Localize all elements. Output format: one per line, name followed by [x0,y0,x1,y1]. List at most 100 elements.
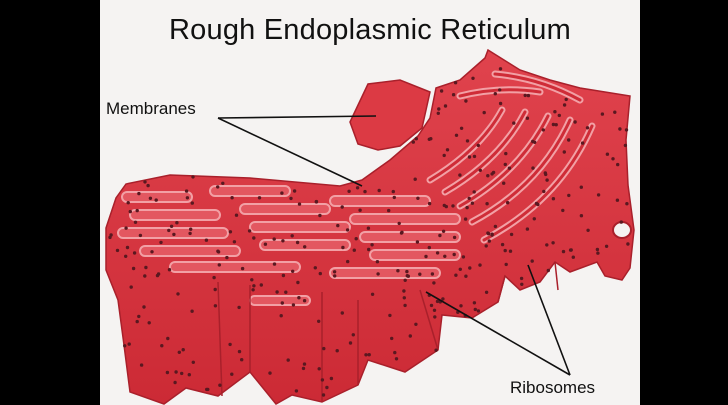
ribosome-dot [280,314,283,317]
ribosome-dot [185,189,188,192]
ribosome-dot [483,111,486,114]
ribosome-dot [616,163,619,166]
ribosome-dot [289,197,292,200]
ribosome-dot [580,214,583,217]
ribosome-dot [624,144,627,147]
ribosome-dot [173,381,176,384]
ribosome-dot [124,255,127,258]
ribosome-dot [156,274,159,277]
ribosome-dot [116,249,119,252]
ribosome-dot [433,315,436,318]
ribosome-dot [466,139,469,142]
ribosome-dot [531,259,534,262]
ribosome-dot [330,377,333,380]
leader-line-ribosomes-1 [528,265,570,375]
ribosome-dot [218,384,221,387]
ribosome-dot [353,249,356,252]
ribosome-dot [562,250,565,253]
ribosome-dot [542,128,545,131]
ribosome-dot [545,178,548,181]
ribosome-dot [175,221,178,224]
ribosome-dot [414,178,417,181]
ribosome-dot [134,221,137,224]
ribosome-dot [221,182,224,185]
ribosome-dot [273,237,276,240]
ribosome-dot [144,266,147,269]
ribosome-dot [142,305,145,308]
ribosome-dot [303,362,306,365]
ribosome-dot [349,341,352,344]
ribosome-dot [146,184,149,187]
ribosome-dot [473,190,476,193]
ribosome-dot [143,274,146,277]
ribosome-dot [443,255,446,258]
ribosome-dot [460,127,463,130]
ribosome-dot [601,112,604,115]
ribosome-dot [248,229,251,232]
ribosome-dot [174,370,177,373]
ribosome-dot [620,220,623,223]
ribosome-dot [260,283,263,286]
ribosome-dot [558,114,561,117]
ribosome-dot [393,351,396,354]
ribosome-dot [542,190,545,193]
ribosome-dot [504,152,507,155]
ribosome-dot [216,185,219,188]
ribosome-dot [346,260,349,263]
ribosome-dot [415,137,418,140]
diagram-title: Rough Endoplasmic Reticulum [100,14,640,47]
ribosome-dot [318,214,321,217]
ribosome-dot [191,175,194,178]
ribosome-dot [282,274,285,277]
ribosome-dot [616,199,619,202]
ribosome-dot [474,308,477,311]
ribosome-dot [159,241,162,244]
ribosome-dot [464,99,467,102]
ribosome-dot [303,245,306,248]
ribosome-dot [396,269,399,272]
label-membranes: Membranes [106,99,196,119]
er-pore [613,222,631,238]
ribosome-dot [565,98,568,101]
ribosome-dot [465,206,468,209]
ribosome-dot [416,240,419,243]
ribosome-dot [291,270,294,273]
ribosome-dot [230,373,233,376]
ribosome-dot [325,386,328,389]
ribosome-dot [189,228,192,231]
ribosome-dot [230,196,233,199]
ribosome-dot [218,263,221,266]
ribosome-dot [625,128,628,131]
ribosome-dot [402,289,405,292]
ribosome-dot [370,243,373,246]
ribosome-dot [468,155,471,158]
ribosome-dot [167,229,170,232]
ribosome-dot [458,173,461,176]
ribosome-dot [314,266,317,269]
ribosome-dot [441,297,444,300]
ribosome-dot [552,123,555,126]
ribosome-dot [319,272,322,275]
ribosome-dot [390,337,393,340]
ribosome-dot [400,231,403,234]
ribosome-dot [451,204,454,207]
ribosome-dot [296,281,299,284]
ribosome-dot [544,173,547,176]
ribosome-dot [133,251,136,254]
ribosome-dot [486,174,489,177]
ribosome-dot [429,137,432,140]
ribosome-dot [403,296,406,299]
ribosome-dot [297,296,300,299]
ribosome-dot [498,88,501,91]
ribosome-dot [626,242,629,245]
ribosome-dot [191,201,194,204]
ribosome-dot [581,141,584,144]
ribosome-dot [315,200,318,203]
ribosome-dot [136,320,139,323]
ribosome-dot [563,103,566,106]
ribosome-dot [367,227,370,230]
ribosome-dot [527,94,530,97]
ribosome-dot [155,198,158,201]
ribosome-dot [409,334,412,337]
ribosome-dot [143,180,146,183]
